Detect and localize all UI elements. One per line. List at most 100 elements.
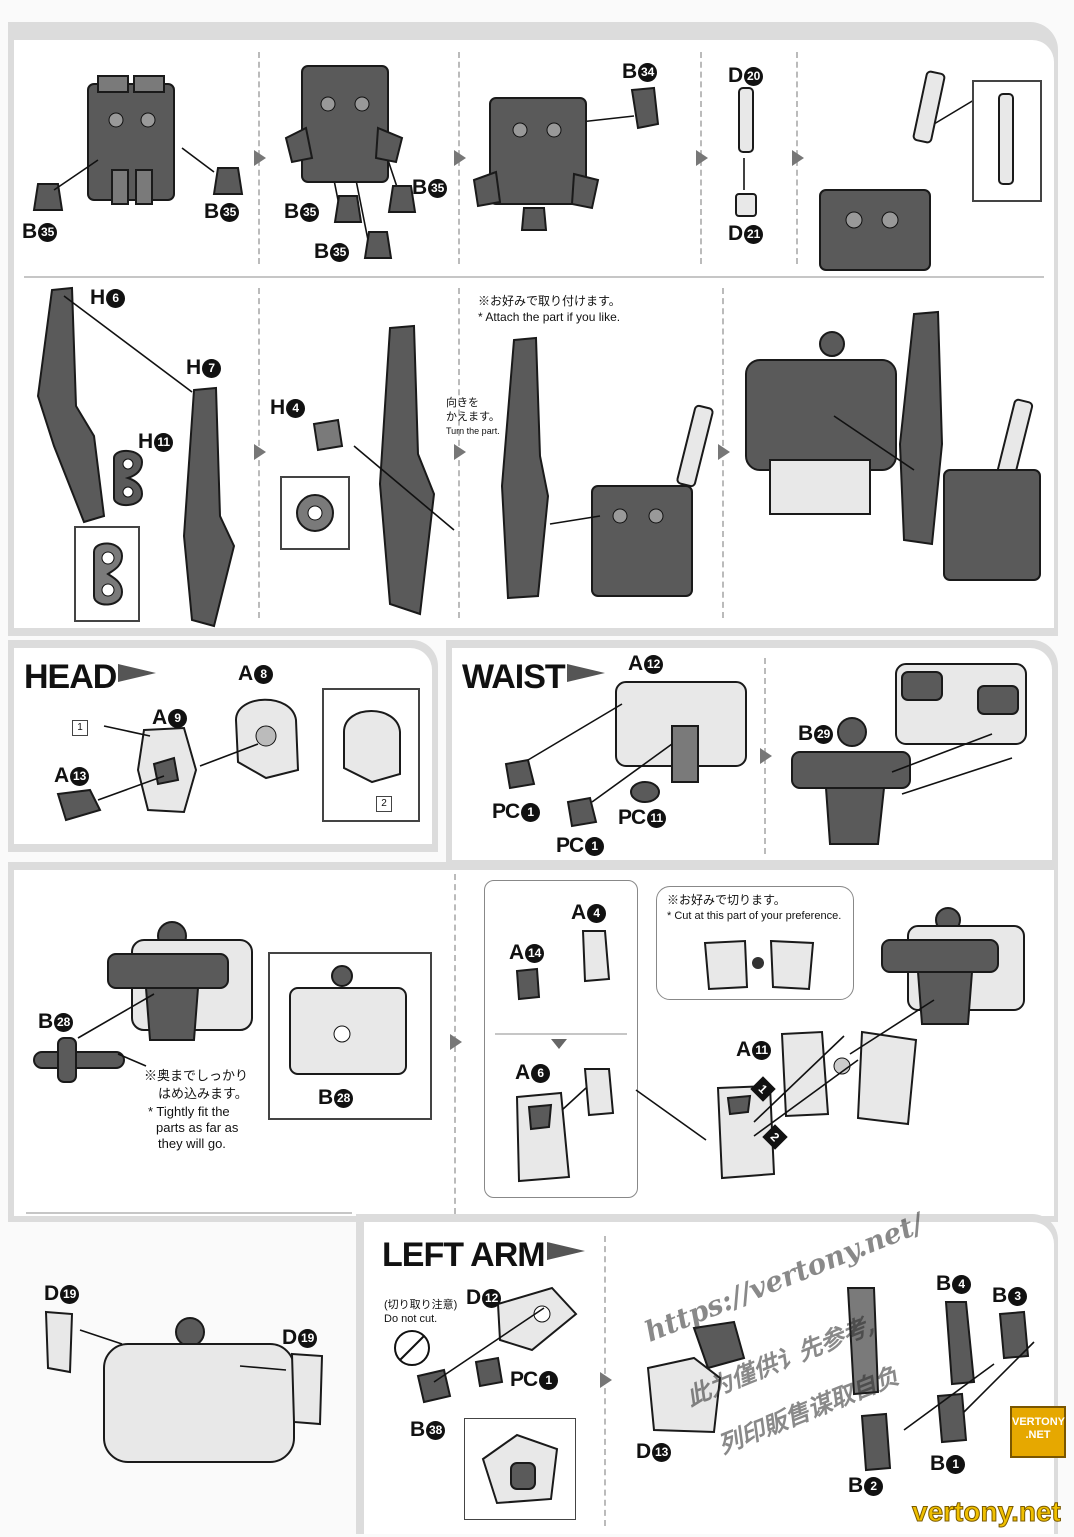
b3-joint-drawing bbox=[998, 1310, 1030, 1360]
assembly-line bbox=[903, 1341, 1035, 1431]
row-separator bbox=[24, 276, 1044, 278]
assembly-line bbox=[97, 725, 259, 801]
callout-marker-2: 2 bbox=[376, 796, 392, 812]
helmet-detail-drawing bbox=[343, 710, 401, 784]
nozzle-part-drawing bbox=[32, 183, 64, 211]
antenna-detail-box bbox=[972, 80, 1042, 202]
callout-marker-1: 1 bbox=[72, 720, 88, 736]
cut-note-box: ※お好みで切ります。 * Cut at this part of your pr… bbox=[656, 886, 854, 1000]
note-cut-jp: ※お好みで切ります。 bbox=[667, 893, 786, 907]
waist-b28-drawing bbox=[107, 921, 253, 1041]
waist-assembled-drawing bbox=[881, 907, 1025, 1025]
a4-part-drawing bbox=[581, 930, 611, 983]
pc1-part-drawing bbox=[566, 796, 598, 828]
h4-detail-drawing bbox=[296, 494, 334, 532]
antenna-part-drawing bbox=[738, 87, 754, 153]
next-step-arrow bbox=[600, 1372, 612, 1388]
a13-part-drawing bbox=[56, 788, 102, 822]
waist-frame-drawing bbox=[895, 663, 1027, 745]
torso-block-drawing bbox=[87, 75, 175, 205]
torso-block-drawing bbox=[284, 65, 404, 183]
torso-block-drawing bbox=[472, 97, 600, 231]
next-step-arrow bbox=[254, 444, 266, 460]
b2-joint-drawing bbox=[860, 1412, 892, 1472]
assembly-line bbox=[527, 703, 1013, 803]
next-step-arrow bbox=[454, 150, 466, 166]
watermark-badge: VERTONY .NET bbox=[1010, 1406, 1066, 1458]
badge-line-1: VERTONY bbox=[1012, 1416, 1065, 1428]
next-step-arrow bbox=[760, 748, 772, 764]
note-nocut-jp: (切り取り注意) bbox=[384, 1299, 458, 1311]
assembly-line bbox=[63, 295, 915, 531]
note-fit-en3: they will go. bbox=[158, 1136, 226, 1151]
h4-peg-drawing bbox=[312, 418, 344, 452]
pc11-part-drawing bbox=[630, 781, 660, 803]
badge-line-2: .NET bbox=[1025, 1429, 1051, 1441]
weapon-turned-drawing bbox=[500, 336, 550, 600]
h4-detail-box bbox=[280, 476, 350, 550]
note-fit-jp2: はめ込みます。 bbox=[158, 1086, 248, 1101]
next-step-arrow bbox=[254, 150, 266, 166]
note-fit-jp1: ※奥までしっかり bbox=[144, 1068, 249, 1083]
b29-part-drawing bbox=[791, 717, 911, 845]
down-arrow-icon bbox=[551, 1039, 567, 1049]
d13-shoulder-drawing bbox=[646, 1320, 746, 1434]
helmet-detail-box bbox=[322, 688, 420, 822]
watermark-site: vertony.net bbox=[912, 1496, 1062, 1528]
cut-part-drawing bbox=[703, 939, 815, 991]
nozzle-part-drawing bbox=[387, 185, 417, 213]
assembly-line bbox=[79, 1329, 287, 1371]
antenna-detail-drawing bbox=[998, 93, 1014, 185]
upper-arm-drawing bbox=[846, 1287, 880, 1396]
next-step-arrow bbox=[450, 1034, 462, 1050]
d19-part-drawing bbox=[290, 1352, 324, 1426]
note-nocut-en: Do not cut. bbox=[384, 1313, 438, 1325]
next-step-arrow bbox=[454, 444, 466, 460]
assembly-line bbox=[561, 999, 935, 1141]
shoulder-detail-drawing bbox=[481, 1433, 559, 1505]
b34-part-drawing bbox=[630, 86, 660, 130]
assembly-line bbox=[433, 1307, 545, 1383]
nozzle-part-drawing bbox=[363, 231, 393, 259]
section-title-head: HEAD bbox=[24, 658, 157, 697]
section-title-waist: WAIST bbox=[462, 658, 605, 697]
head-face-drawing bbox=[136, 726, 198, 814]
section-separator bbox=[26, 1212, 352, 1214]
b28-detail-drawing bbox=[289, 965, 407, 1075]
nozzle-part-drawing bbox=[212, 167, 244, 195]
section-title-left-arm: LEFT ARM bbox=[382, 1236, 585, 1275]
torso-with-antenna-drawing bbox=[591, 404, 714, 597]
side-skirt-drawing bbox=[716, 1084, 776, 1180]
note-turn-jp1: 向きを bbox=[446, 397, 479, 409]
